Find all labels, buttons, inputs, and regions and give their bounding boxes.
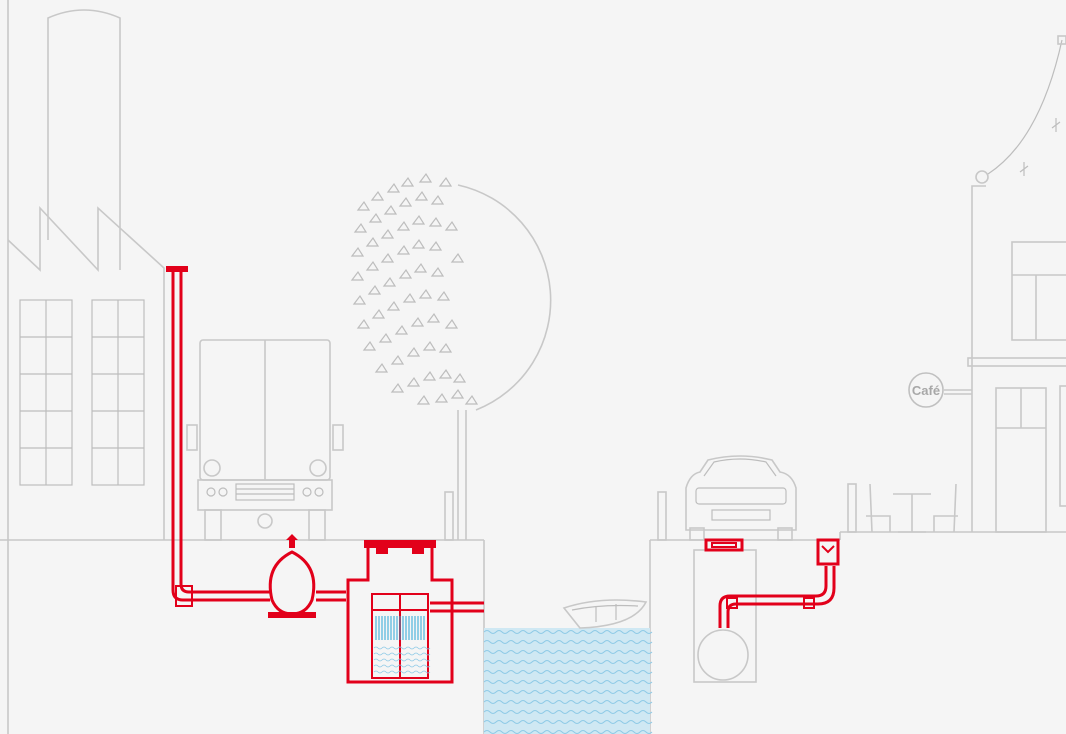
wave-line: [483, 650, 653, 654]
wave-line: [483, 720, 653, 724]
wave-line: [483, 680, 653, 684]
truck-icon: [186, 339, 344, 541]
bollard-icon: [444, 483, 857, 541]
separator-tank-icon: [346, 540, 454, 684]
boat-icon: [562, 599, 648, 629]
tank-wave-line: [373, 664, 431, 668]
factory-icon: [7, 9, 165, 540]
cafe-sign: [908, 372, 944, 408]
tank-wave-line: [373, 670, 431, 674]
pump-icon: [268, 534, 316, 618]
tree-icon: [350, 172, 552, 540]
wave-line: [483, 730, 653, 734]
drainage-pipe: [166, 266, 840, 628]
wave-line: [483, 660, 653, 664]
wave-line: [483, 670, 653, 674]
tank-wave-line: [373, 646, 431, 650]
wave-line: [483, 710, 653, 714]
wave-line: [483, 640, 653, 644]
tank-wave-line: [373, 652, 431, 656]
cafe-terrace: [866, 483, 958, 533]
car-icon: [685, 455, 797, 541]
tank-wave-line: [373, 658, 431, 662]
inspection-shaft-icon: [693, 538, 757, 683]
water-basin: [483, 540, 653, 734]
cafe-sign-label: Café: [912, 383, 940, 398]
cafe-building-icon: Café: [908, 35, 1066, 533]
wave-line: [483, 690, 653, 694]
wave-line: [483, 630, 653, 634]
wave-line: [483, 700, 653, 704]
